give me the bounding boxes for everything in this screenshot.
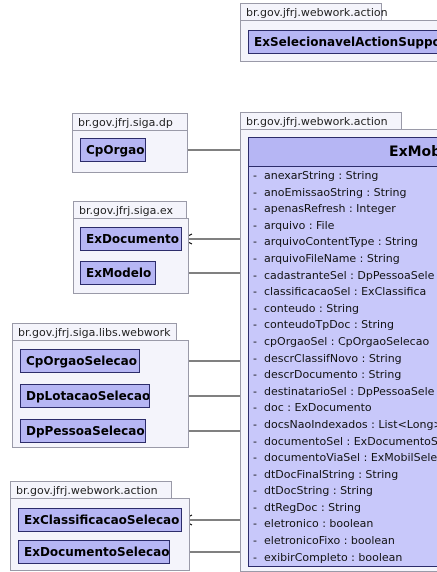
visibility-marker: - — [253, 218, 257, 232]
attribute-text: arquivoFileName : String — [264, 251, 400, 265]
attribute-row: -doc : ExDocumento — [249, 400, 437, 417]
class-exselecionavelactionsupport[interactable]: ExSelecionavelActionSupport — [248, 30, 437, 54]
attribute-text: eletronico : boolean — [264, 517, 374, 531]
visibility-marker: - — [253, 467, 257, 481]
visibility-marker: - — [253, 368, 257, 382]
package-siga-ex: br.gov.jfrj.siga.ex ExDocumento ExModelo — [73, 201, 189, 294]
visibility-marker: - — [253, 334, 257, 348]
package-tab: br.gov.jfrj.siga.dp — [72, 113, 188, 131]
package-siga-dp: br.gov.jfrj.siga.dp CpOrgao — [72, 113, 188, 173]
visibility-marker: - — [253, 401, 257, 415]
attribute-text: dtDocFinalString : String — [264, 467, 399, 481]
attribute-row: -descrDocumento : String — [249, 367, 437, 384]
attribute-text: destinatarioSel : DpPessoaSele — [264, 384, 435, 398]
attribute-row: -documentoViaSel : ExMobilSele — [249, 450, 437, 467]
attribute-text: docsNaoIndexados : List<Long> — [264, 417, 437, 431]
visibility-marker: - — [253, 484, 257, 498]
attribute-row: -arquivoFileName : String — [249, 251, 437, 268]
attribute-text: exibirCompleto : boolean — [264, 550, 403, 564]
visibility-marker: - — [253, 384, 257, 398]
attribute-text: doc : ExDocumento — [264, 401, 372, 415]
visibility-marker: - — [253, 235, 257, 249]
attribute-row: -arquivo : File — [249, 218, 437, 235]
visibility-marker: - — [253, 185, 257, 199]
attribute-row: -dtDocFinalString : String — [249, 467, 437, 484]
package-action-left: br.gov.jfrj.webwork.action ExClassificac… — [10, 481, 190, 571]
attribute-row: -conteudoTpDoc : String — [249, 317, 437, 334]
visibility-marker: - — [253, 251, 257, 265]
attribute-row: -destinatarioSel : DpPessoaSele — [249, 384, 437, 401]
attribute-text: conteudoTpDoc : String — [264, 318, 394, 332]
attribute-row: -exibirCompleto : boolean — [249, 550, 437, 567]
attribute-text: dtRegDoc : String — [264, 500, 361, 514]
visibility-marker: - — [253, 169, 257, 182]
class-exdocumento[interactable]: ExDocumento — [80, 227, 182, 251]
attribute-text: documentoSel : ExDocumentoS — [264, 434, 437, 448]
attribute-row: -dtRegDoc : String — [249, 500, 437, 517]
attribute-row: -dtDocString : String — [249, 483, 437, 500]
attribute-text: descrClassifNovo : String — [264, 351, 402, 365]
class-exmodelo[interactable]: ExModelo — [80, 261, 156, 285]
visibility-marker: - — [253, 417, 257, 431]
package-tab: br.gov.jfrj.webwork.action — [10, 481, 172, 499]
package-tab: br.gov.jfrj.webwork.action — [240, 3, 388, 21]
attribute-list: -anexarString : String-anoEmissaoString … — [249, 168, 437, 566]
visibility-marker: - — [253, 318, 257, 332]
visibility-marker: - — [253, 517, 257, 531]
package-tab: br.gov.jfrj.siga.libs.webwork — [12, 323, 177, 341]
visibility-marker: - — [253, 451, 257, 465]
attribute-text: arquivoContentType : String — [264, 235, 418, 249]
package-tab: br.gov.jfrj.siga.ex — [73, 201, 187, 219]
class-cporgao[interactable]: CpOrgao — [80, 138, 146, 162]
attribute-text: conteudo : String — [264, 301, 360, 315]
attribute-row: -anexarString : String — [249, 168, 437, 185]
class-exclassificacaoselecao[interactable]: ExClassificacaoSelecao — [18, 508, 182, 532]
attribute-text: arquivo : File — [264, 218, 335, 232]
attribute-text: anexarString : String — [264, 169, 379, 182]
attribute-row: -classificacaoSel : ExClassifica — [249, 284, 437, 301]
visibility-marker: - — [253, 500, 257, 514]
visibility-marker: - — [253, 301, 257, 315]
visibility-marker: - — [253, 268, 257, 282]
class-dplotacaoselecao[interactable]: DpLotacaoSelecao — [20, 384, 150, 408]
visibility-marker: - — [253, 202, 257, 216]
attribute-text: dtDocString : String — [264, 484, 373, 498]
visibility-marker: - — [253, 434, 257, 448]
attribute-text: eletronicoFixo : boolean — [264, 534, 395, 548]
attribute-row: -cpOrgaoSel : CpOrgaoSelecao — [249, 334, 437, 351]
visibility-marker: - — [253, 351, 257, 365]
attribute-text: cpOrgaoSel : CpOrgaoSelecao — [264, 334, 430, 348]
package-tab: br.gov.jfrj.webwork.action — [240, 112, 402, 130]
class-exmobil[interactable]: ExMobil -anexarString : String-anoEmissa… — [248, 137, 437, 567]
attribute-row: -conteudo : String — [249, 301, 437, 318]
visibility-marker: - — [253, 550, 257, 564]
attribute-text: anoEmissaoString : String — [264, 185, 407, 199]
class-title: ExMobil — [249, 138, 437, 167]
attribute-text: classificacaoSel : ExClassifica — [264, 285, 427, 299]
attribute-text: descrDocumento : String — [264, 368, 402, 382]
visibility-marker: - — [253, 285, 257, 299]
attribute-row: -apenasRefresh : Integer — [249, 201, 437, 218]
attribute-row: -eletronicoFixo : boolean — [249, 533, 437, 550]
class-exdocumentoselecao[interactable]: ExDocumentoSelecao — [18, 540, 170, 564]
attribute-row: -docsNaoIndexados : List<Long> — [249, 417, 437, 434]
attribute-row: -documentoSel : ExDocumentoS — [249, 434, 437, 451]
attribute-text: documentoViaSel : ExMobilSele — [264, 451, 437, 465]
package-top-right: br.gov.jfrj.webwork.action ExSelecionave… — [240, 3, 437, 62]
visibility-marker: - — [253, 534, 257, 548]
package-siga-libs-webwork: br.gov.jfrj.siga.libs.webwork CpOrgaoSel… — [12, 323, 189, 448]
attribute-row: -arquivoContentType : String — [249, 234, 437, 251]
class-dppessoaselecao[interactable]: DpPessoaSelecao — [20, 419, 146, 443]
attribute-row: -eletronico : boolean — [249, 516, 437, 533]
attribute-text: apenasRefresh : Integer — [264, 202, 396, 216]
attribute-row: -anoEmissaoString : String — [249, 185, 437, 202]
attribute-text: cadastranteSel : DpPessoaSele — [264, 268, 435, 282]
class-cporgaoselecao[interactable]: CpOrgaoSelecao — [20, 349, 140, 373]
attribute-row: -cadastranteSel : DpPessoaSele — [249, 268, 437, 285]
attribute-row: -descrClassifNovo : String — [249, 351, 437, 368]
